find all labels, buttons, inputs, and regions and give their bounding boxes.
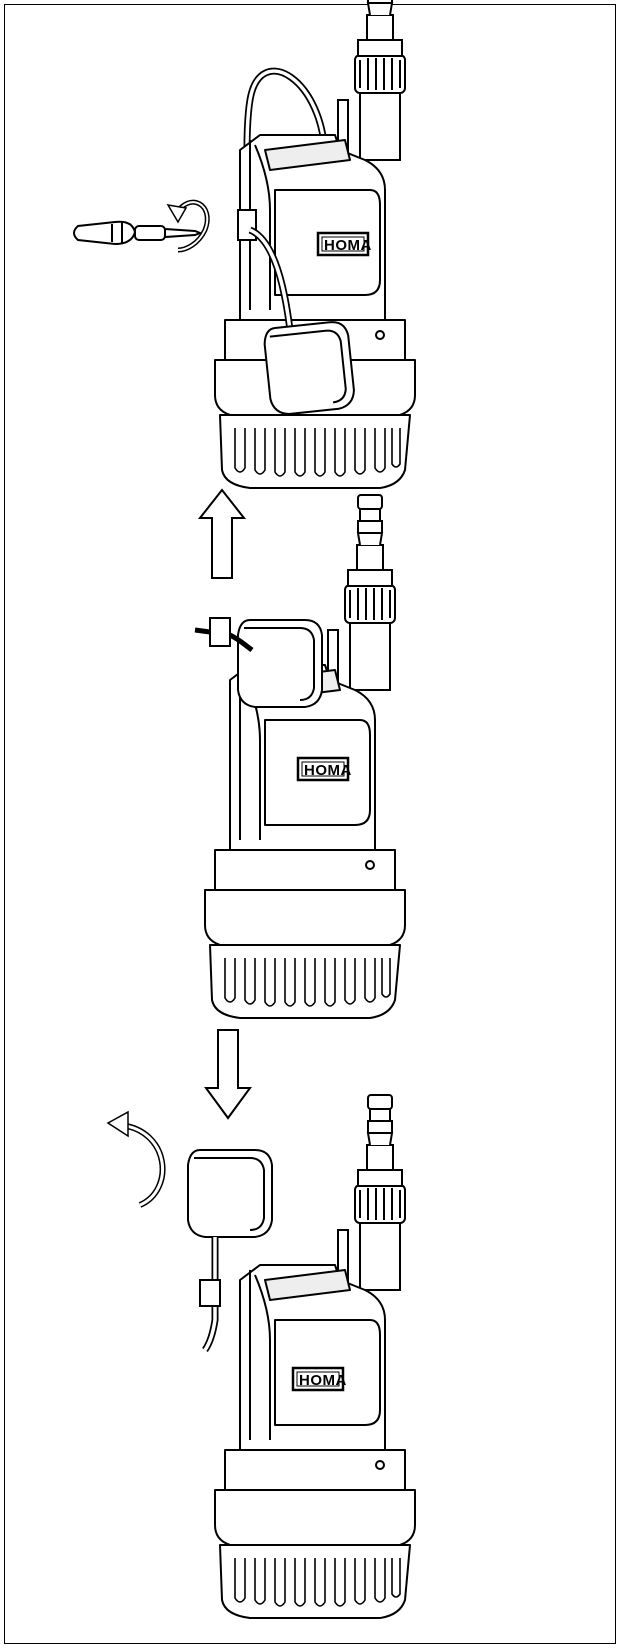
up-arrow-icon (197, 488, 247, 579)
screwdriver-icon (73, 220, 203, 246)
brand-logo: HOMA (324, 237, 372, 254)
pump-step-3: HOMA (187, 1094, 416, 1619)
figure-frame (4, 4, 616, 1644)
brand-logo: HOMA (299, 1372, 347, 1389)
pump-step-2: HOMA (194, 494, 406, 1019)
brand-logo: HOMA (304, 762, 352, 779)
pump-step-1: HOMA (214, 0, 416, 489)
down-arrow-icon (204, 1029, 252, 1120)
